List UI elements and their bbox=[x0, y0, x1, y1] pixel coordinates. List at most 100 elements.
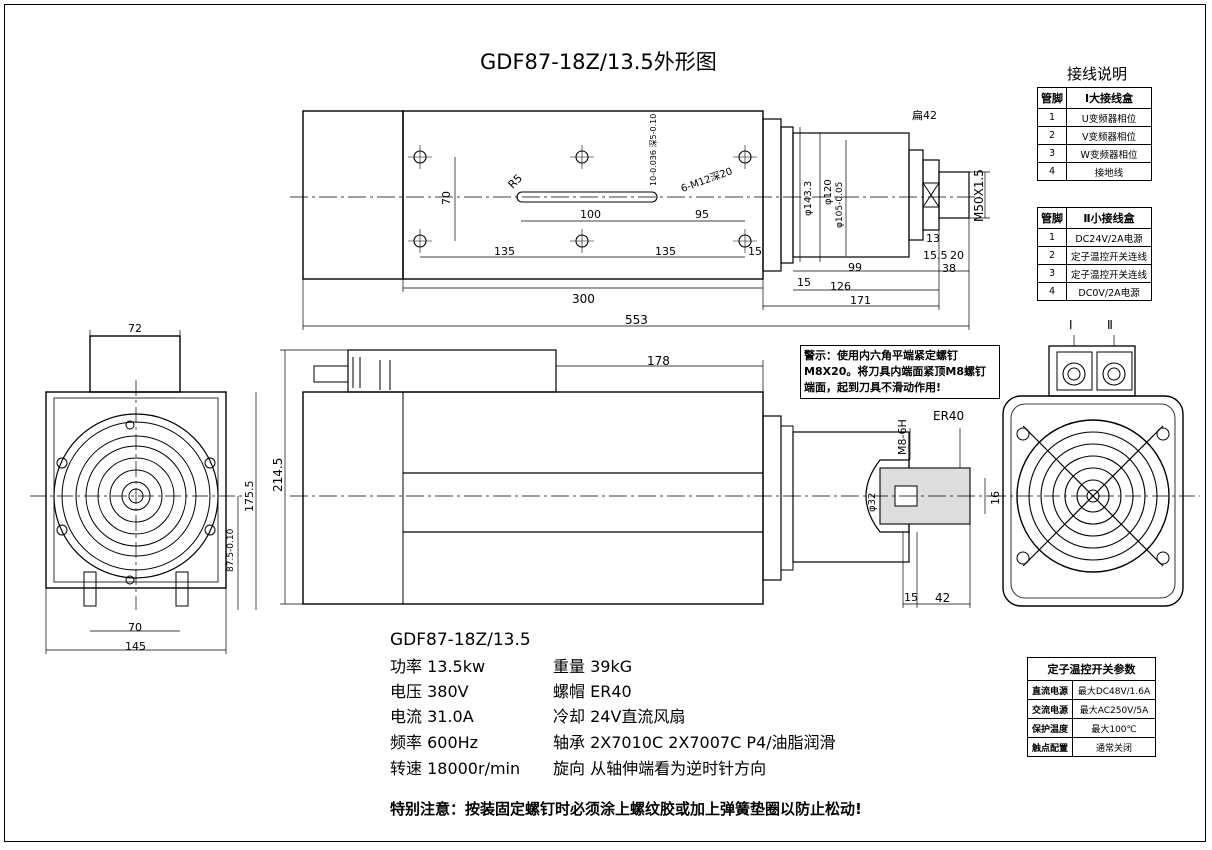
thermo-caption: 定子温控开关参数 bbox=[1027, 657, 1156, 681]
dim-178: 178 bbox=[647, 354, 670, 368]
dim-20: 20 bbox=[950, 249, 964, 262]
dim-145: 145 bbox=[125, 640, 146, 653]
table-row: 保护温度最大100℃ bbox=[1027, 718, 1156, 738]
top-view bbox=[290, 110, 990, 330]
dim-m50: M50X1.5 bbox=[972, 169, 986, 222]
pin-desc: 接地线 bbox=[1066, 162, 1152, 181]
rear-view bbox=[990, 335, 1200, 607]
dim-42: 42 bbox=[935, 591, 951, 605]
dim-15-side: 15 bbox=[904, 591, 918, 604]
dim-d105: φ105-0.05 bbox=[835, 181, 845, 228]
dim-95: 95 bbox=[695, 208, 709, 221]
dim-87-5: 87.5-0.10 bbox=[226, 528, 236, 572]
dim-70-front: 70 bbox=[128, 621, 142, 634]
dim-d143: φ143.3 bbox=[803, 180, 814, 216]
dim-tolerance: 10-0.036 深5-0.10 bbox=[649, 113, 658, 186]
pin-desc: U变频器相位 bbox=[1066, 108, 1152, 127]
dim-flat: 扁42 bbox=[912, 109, 937, 122]
pin-desc: DC24V/2A电源 bbox=[1066, 228, 1152, 247]
param-key: 触点配置 bbox=[1027, 737, 1073, 757]
spec-cooling: 冷却 24V直流风扇 bbox=[553, 707, 686, 726]
param-key: 交流电源 bbox=[1027, 699, 1073, 719]
pin-desc: W变频器相位 bbox=[1066, 144, 1152, 163]
dim-126: 126 bbox=[830, 280, 851, 293]
spec-speed: 转速 18000r/min bbox=[390, 759, 521, 778]
dim-72: 72 bbox=[128, 322, 142, 335]
pin-number: 1 bbox=[1037, 228, 1067, 247]
table-row: 触点配置通常关闭 bbox=[1027, 737, 1156, 757]
front-view bbox=[30, 330, 257, 654]
col-pin: 管脚 bbox=[1037, 207, 1067, 229]
pin-desc: 定子温控开关连线 bbox=[1066, 246, 1152, 265]
box2-header: Ⅱ小接线盒 bbox=[1066, 207, 1152, 229]
side-view bbox=[280, 349, 1000, 608]
dim-d120: φ120 bbox=[823, 179, 834, 205]
label-box-II: Ⅱ bbox=[1107, 318, 1113, 332]
pin-number: 4 bbox=[1037, 162, 1067, 181]
pin-number: 1 bbox=[1037, 108, 1067, 127]
label-box-I: Ⅰ bbox=[1069, 318, 1073, 332]
spec-voltage: 电压 380V bbox=[390, 682, 469, 701]
dim-175-5: 175.5 bbox=[243, 480, 256, 513]
dim-70-top: 70 bbox=[440, 191, 453, 205]
param-key: 直流电源 bbox=[1027, 680, 1073, 700]
spec-current: 电流 31.0A bbox=[390, 707, 474, 726]
warning-box: 警示：使用内六角平端紧定螺钉M8X20。将刀具内端面紧顶M8螺钉端面，起到刀具不… bbox=[800, 345, 1000, 399]
spec-bearing: 轴承 2X7010C 2X7007C P4/油脂润滑 bbox=[553, 733, 836, 752]
dim-135-right: 135 bbox=[655, 245, 676, 258]
dim-135-left: 135 bbox=[494, 245, 515, 258]
dim-15-5: 15.5 bbox=[923, 249, 948, 262]
spec-rotation: 旋向 从轴伸端看为逆时针方向 bbox=[553, 759, 767, 778]
spec-weight: 重量 39kG bbox=[553, 657, 633, 676]
wiring-caption: 接线说明 bbox=[1067, 65, 1128, 83]
drawing-title: GDF87-18Z/13.5外形图 bbox=[480, 50, 717, 74]
special-note: 特别注意：按装固定螺钉时必须涂上螺纹胶或加上弹簧垫圈以防止松动! bbox=[390, 800, 862, 818]
thermo-switch-table: 定子温控开关参数 直流电源最大DC48V/1.6A 交流电源最大AC250V/5… bbox=[1027, 657, 1156, 757]
param-key: 保护温度 bbox=[1027, 718, 1073, 738]
table-row: 交流电源最大AC250V/5A bbox=[1027, 699, 1156, 719]
param-value: 最大DC48V/1.6A bbox=[1072, 680, 1156, 700]
table-row: 直流电源最大DC48V/1.6A bbox=[1027, 680, 1156, 700]
box1-header: Ⅰ大接线盒 bbox=[1066, 87, 1152, 109]
dim-d32: φ32 bbox=[867, 492, 878, 512]
param-value: 最大AC250V/5A bbox=[1072, 699, 1156, 719]
dim-214-5: 214.5 bbox=[271, 457, 285, 492]
spec-nut: 螺帽 ER40 bbox=[553, 682, 632, 701]
drawing-frame bbox=[4, 4, 1206, 842]
pin-number: 3 bbox=[1037, 264, 1067, 283]
dim-er40: ER40 bbox=[933, 409, 965, 423]
dim-553: 553 bbox=[625, 313, 648, 327]
pin-desc: 定子温控开关连线 bbox=[1066, 264, 1152, 283]
dim-171: 171 bbox=[850, 294, 871, 307]
dim-300: 300 bbox=[572, 292, 595, 306]
dim-15-top: 15 bbox=[748, 245, 762, 258]
pin-number: 3 bbox=[1037, 144, 1067, 163]
dim-13: 13 bbox=[926, 232, 940, 245]
dim-38: 38 bbox=[942, 262, 956, 275]
pin-number: 2 bbox=[1037, 126, 1067, 145]
spec-frequency: 频率 600Hz bbox=[390, 733, 479, 752]
spec-model: GDF87-18Z/13.5 bbox=[390, 630, 531, 650]
pin-desc: V变频器相位 bbox=[1066, 126, 1152, 145]
dim-16: 16 bbox=[989, 491, 1002, 505]
pin-desc: DC0V/2A电源 bbox=[1066, 282, 1152, 301]
dim-slot-length: 100 bbox=[580, 208, 601, 221]
pin-number: 4 bbox=[1037, 282, 1067, 301]
param-value: 通常关闭 bbox=[1072, 737, 1156, 757]
dim-15-b: 15 bbox=[797, 276, 811, 289]
pin-number: 2 bbox=[1037, 246, 1067, 265]
spec-power: 功率 13.5kw bbox=[390, 657, 486, 676]
param-value: 最大100℃ bbox=[1072, 718, 1156, 738]
dim-99: 99 bbox=[848, 261, 862, 274]
